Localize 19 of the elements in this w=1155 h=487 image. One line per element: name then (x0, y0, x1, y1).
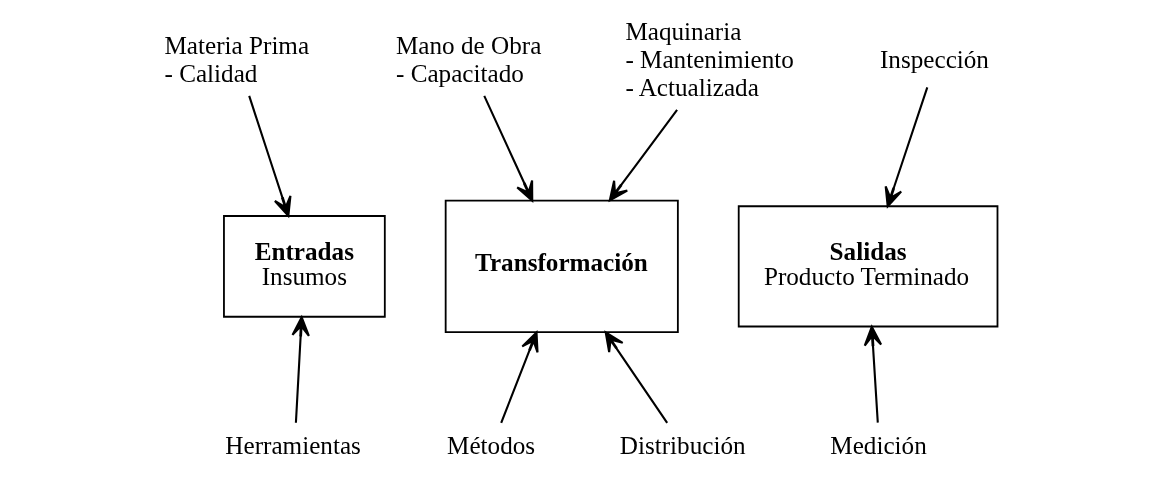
node-box: Entradas Insumos (223, 214, 386, 318)
arrow (500, 330, 539, 423)
node-box: Transformación (444, 199, 679, 333)
node-text: Mano de Obra - Capacitado (396, 31, 542, 87)
node-text: Métodos (447, 431, 536, 459)
node-text: Distribución (619, 431, 746, 459)
arrow (608, 108, 678, 201)
node-text: Materia Prima - Calidad (164, 31, 310, 87)
arrow (483, 95, 534, 202)
node-text: Inspección (879, 45, 989, 73)
node-text: Herramientas (225, 431, 361, 459)
arrow (604, 330, 669, 423)
node-box: Salidas Producto Terminado (737, 204, 999, 327)
arrow (248, 95, 292, 217)
arrow (863, 325, 883, 423)
node-text: Maquinaria - Mantenimiento - Actualizada (625, 17, 794, 101)
arrow (291, 315, 310, 423)
node-text: Medición (830, 431, 927, 459)
arrow (884, 86, 929, 207)
